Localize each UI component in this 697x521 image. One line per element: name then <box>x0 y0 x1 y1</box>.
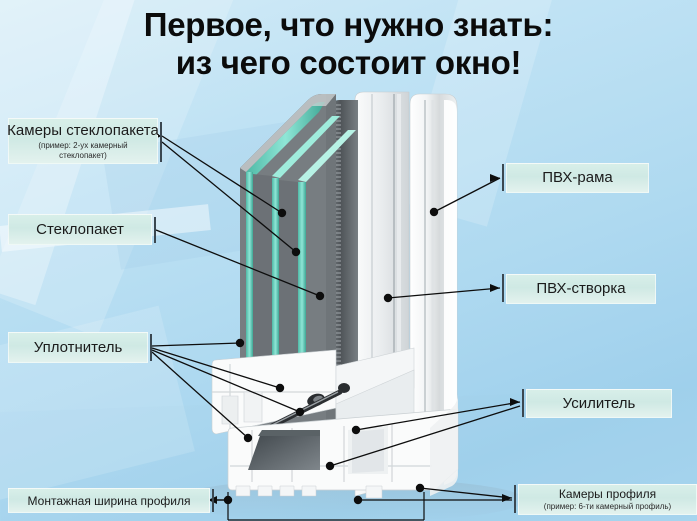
label-seal-title: Уплотнитель <box>33 338 123 356</box>
label-profile-chambers-title: Камеры профиля <box>558 487 657 501</box>
label-mounting-width[interactable]: Монтажная ширина профиля <box>8 488 210 513</box>
label-glass-unit-title: Стеклопакет <box>36 220 124 238</box>
tick-seal <box>150 334 152 361</box>
leader-lines-right <box>329 177 521 501</box>
title-line-2: из чего состоит окно! <box>175 44 522 81</box>
dimension-bracket <box>208 492 425 521</box>
page-title: Первое, что нужно знать: из чего состоит… <box>0 6 697 82</box>
leader-lines <box>151 135 321 501</box>
tick-pvc-frame <box>502 164 504 191</box>
label-glass-chambers-sub: (пример: 2-ух камерный стеклопакет) <box>38 140 128 160</box>
tick-glass-unit <box>154 217 156 243</box>
title-line-1: Первое, что нужно знать: <box>143 6 554 43</box>
label-pvc-sash-title: ПВХ-створка <box>536 280 626 297</box>
tick-profile-chambers <box>514 485 516 513</box>
label-glass-chambers-title: Камеры стеклопакета <box>7 121 159 139</box>
label-pvc-frame[interactable]: ПВХ-рама <box>506 163 649 193</box>
label-reinforcer[interactable]: Усилитель <box>526 389 672 418</box>
label-reinforcer-title: Усилитель <box>562 394 636 412</box>
tick-pvc-sash <box>502 274 504 302</box>
tick-glass-chambers <box>160 122 162 162</box>
leader-source-dots <box>223 207 439 505</box>
label-pvc-sash[interactable]: ПВХ-створка <box>506 274 656 304</box>
label-mounting-width-title: Монтажная ширина профиля <box>27 493 191 508</box>
label-profile-chambers-sub: (пример: 6-ти камерный профиль) <box>543 502 672 511</box>
label-glass-chambers[interactable]: Камеры стеклопакета (пример: 2-ух камерн… <box>7 118 159 164</box>
label-seal[interactable]: Уплотнитель <box>8 332 148 363</box>
label-profile-chambers[interactable]: Камеры профиля (пример: 6-ти камерный пр… <box>518 484 697 515</box>
label-pvc-frame-title: ПВХ-рама <box>542 169 613 186</box>
label-glass-unit[interactable]: Стеклопакет <box>8 214 152 245</box>
tick-mounting-width <box>212 489 214 512</box>
tick-reinforcer <box>522 389 524 417</box>
